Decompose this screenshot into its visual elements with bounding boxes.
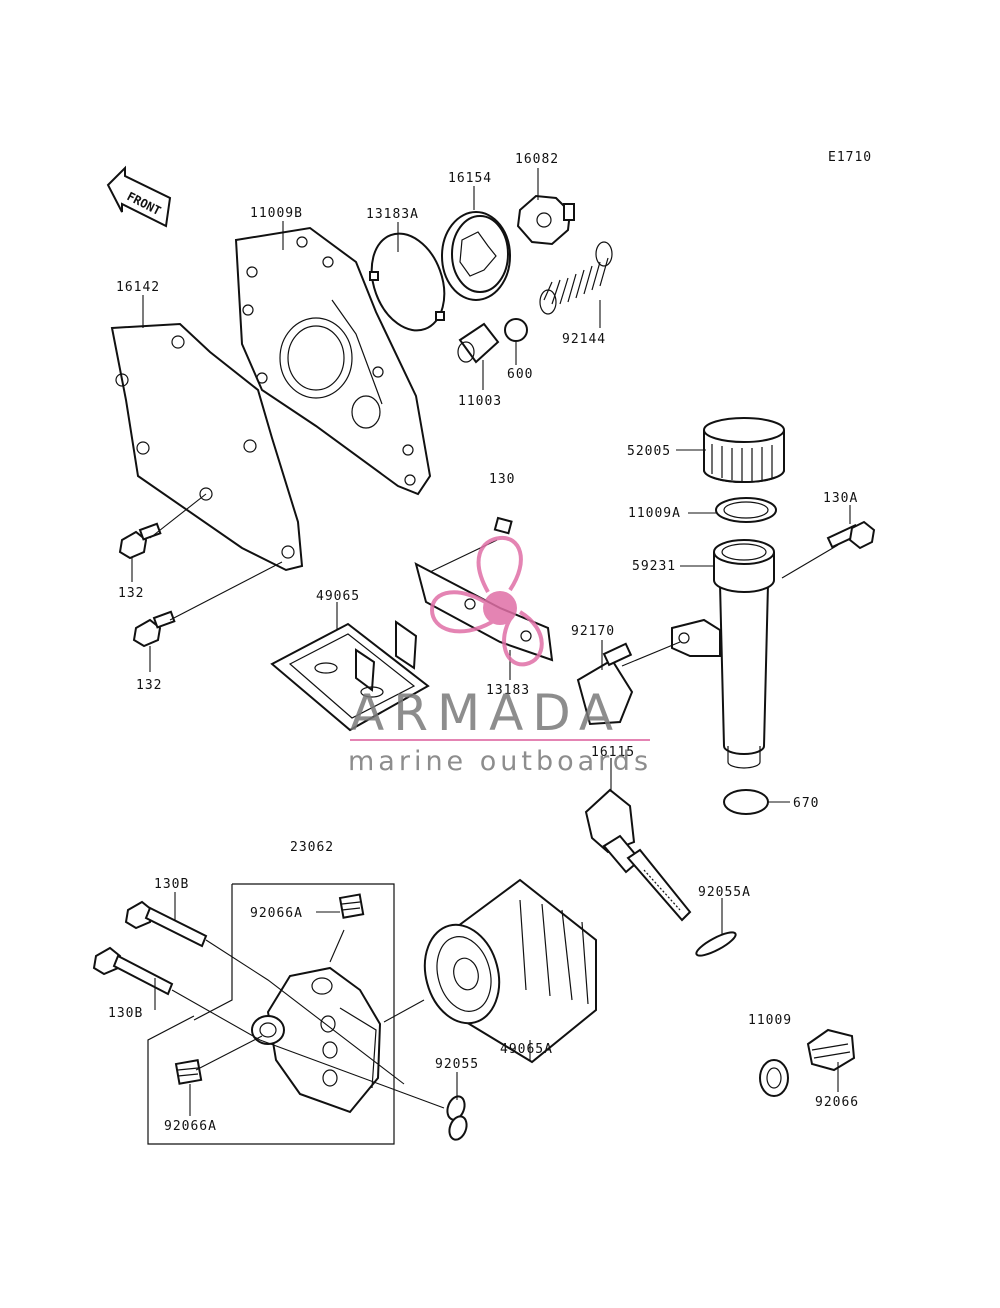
o-ring-670 bbox=[723, 789, 769, 815]
gasket-16142 bbox=[110, 322, 304, 572]
o-ring-11009A bbox=[715, 497, 777, 523]
label-11009A: 11009A bbox=[628, 506, 681, 521]
part-labels: 11009B 13183A 16154 16082 16142 92144 60… bbox=[108, 152, 859, 1134]
label-600: 600 bbox=[507, 367, 533, 382]
label-130: 130 bbox=[489, 472, 515, 487]
strainer-49065 bbox=[270, 620, 430, 732]
bolt-130B-lower bbox=[92, 946, 174, 996]
filler-cap-52005 bbox=[703, 417, 785, 483]
bush-11003 bbox=[457, 322, 500, 364]
label-16082: 16082 bbox=[515, 152, 559, 167]
dipstick-16115 bbox=[584, 788, 692, 922]
label-59231: 59231 bbox=[632, 559, 676, 574]
bolt-130A bbox=[826, 520, 876, 550]
rotor-16082 bbox=[516, 194, 575, 246]
plug-92066A-lower bbox=[174, 1059, 203, 1085]
watermark-tagline: marine outboards bbox=[348, 746, 652, 777]
label-49065A: 49065A bbox=[500, 1042, 553, 1057]
o-ring-92055 bbox=[446, 1095, 468, 1141]
pump-plate-11009B bbox=[234, 226, 432, 496]
watermark-brand: ARMADA bbox=[350, 684, 622, 742]
label-52005: 52005 bbox=[627, 444, 671, 459]
filter-bracket-23062 bbox=[251, 966, 382, 1114]
label-49065: 49065 bbox=[316, 589, 360, 604]
oil-filter-49065A bbox=[423, 878, 597, 1064]
plug-92066A-upper bbox=[338, 893, 365, 919]
label-92066A-lower: 92066A bbox=[164, 1119, 217, 1134]
label-92066: 92066 bbox=[815, 1095, 859, 1110]
label-130A: 130A bbox=[823, 491, 858, 506]
bolt-132-lower bbox=[132, 610, 176, 648]
label-132-upper: 132 bbox=[118, 586, 144, 601]
label-11003: 11003 bbox=[458, 394, 502, 409]
diagram-code: E1710 bbox=[828, 150, 872, 165]
group-frame-23062 bbox=[147, 883, 395, 1145]
washer-11009 bbox=[759, 1059, 789, 1097]
label-130B-lower: 130B bbox=[108, 1006, 143, 1021]
watermark-logo: ARMADA marine outboards bbox=[348, 535, 652, 777]
label-670: 670 bbox=[793, 796, 819, 811]
front-arrow-icon: FRONT bbox=[106, 165, 172, 228]
filler-neck-59231 bbox=[671, 539, 775, 769]
label-132-lower: 132 bbox=[136, 678, 162, 693]
label-11009: 11009 bbox=[748, 1013, 792, 1028]
bolt-132-upper bbox=[118, 522, 162, 560]
label-130B-upper: 130B bbox=[154, 877, 189, 892]
bracket-13183 bbox=[414, 516, 554, 662]
label-92066A-upper: 92066A bbox=[250, 906, 303, 921]
sensor-92170 bbox=[576, 642, 634, 726]
leader-lines bbox=[131, 168, 851, 1116]
label-92055A: 92055A bbox=[698, 885, 751, 900]
label-11009B: 11009B bbox=[250, 206, 303, 221]
label-92055: 92055 bbox=[435, 1057, 479, 1072]
label-92170: 92170 bbox=[571, 624, 615, 639]
label-13183: 13183 bbox=[486, 683, 530, 698]
bolt-130B-upper bbox=[124, 900, 208, 948]
label-16154: 16154 bbox=[448, 171, 492, 186]
gasket-13183A bbox=[369, 232, 446, 332]
rotor-16154 bbox=[441, 211, 511, 301]
o-ring-92055A bbox=[695, 931, 737, 957]
ball-600 bbox=[504, 318, 528, 342]
drain-plug-92066 bbox=[806, 1028, 856, 1072]
spring-92144 bbox=[539, 241, 613, 315]
label-16142: 16142 bbox=[116, 280, 160, 295]
label-23062: 23062 bbox=[290, 840, 334, 855]
propeller-hub-icon bbox=[483, 591, 517, 625]
propeller-icon bbox=[429, 535, 544, 667]
label-92144: 92144 bbox=[562, 332, 606, 347]
label-13183A: 13183A bbox=[366, 207, 419, 222]
label-16115: 16115 bbox=[591, 745, 635, 760]
